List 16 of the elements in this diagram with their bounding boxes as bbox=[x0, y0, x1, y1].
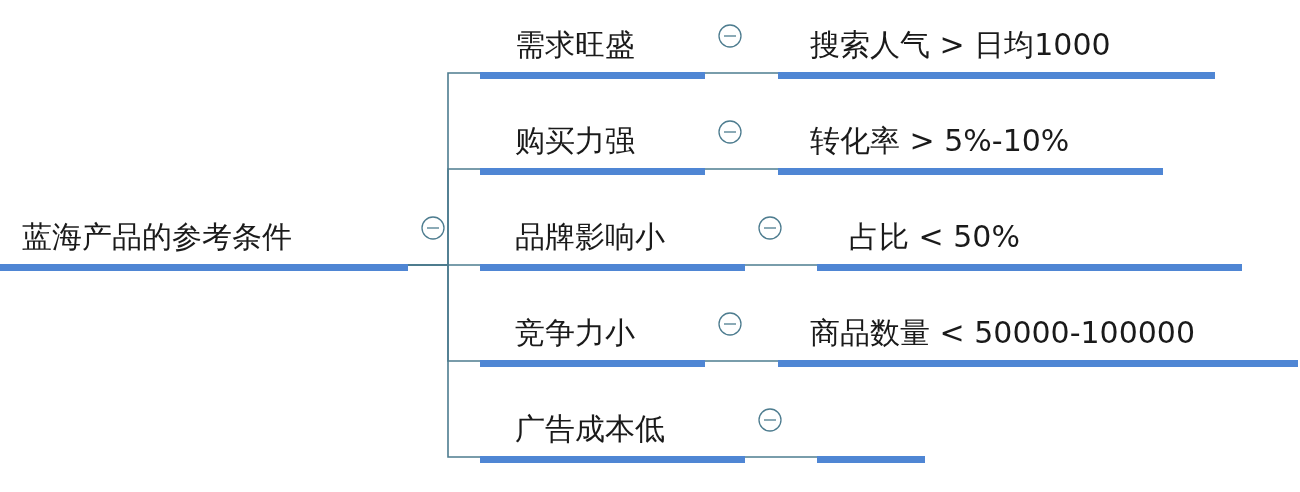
topic-text: 品牌影响小 bbox=[515, 220, 665, 253]
topic-text: 占比 < 50% bbox=[849, 220, 1020, 253]
topic-text: 蓝海产品的参考条件 bbox=[22, 220, 292, 253]
connector-line bbox=[744, 456, 818, 458]
topic-text: 购买力强 bbox=[515, 124, 635, 157]
topic-text: 竞争力小 bbox=[515, 316, 635, 349]
topic-text: 搜索人气 > 日均1000 bbox=[810, 28, 1111, 61]
connector-line bbox=[704, 72, 779, 74]
topic-text: 转化率 > 5%-10% bbox=[810, 124, 1070, 157]
topic-text: 商品数量 < 50000-100000 bbox=[810, 316, 1195, 349]
connector-line bbox=[704, 360, 779, 362]
connector-line bbox=[704, 168, 779, 170]
connector-line bbox=[744, 264, 818, 266]
connector-line bbox=[407, 264, 481, 458]
topic-text: 需求旺盛 bbox=[515, 28, 635, 61]
topic-text: 广告成本低 bbox=[515, 412, 665, 445]
